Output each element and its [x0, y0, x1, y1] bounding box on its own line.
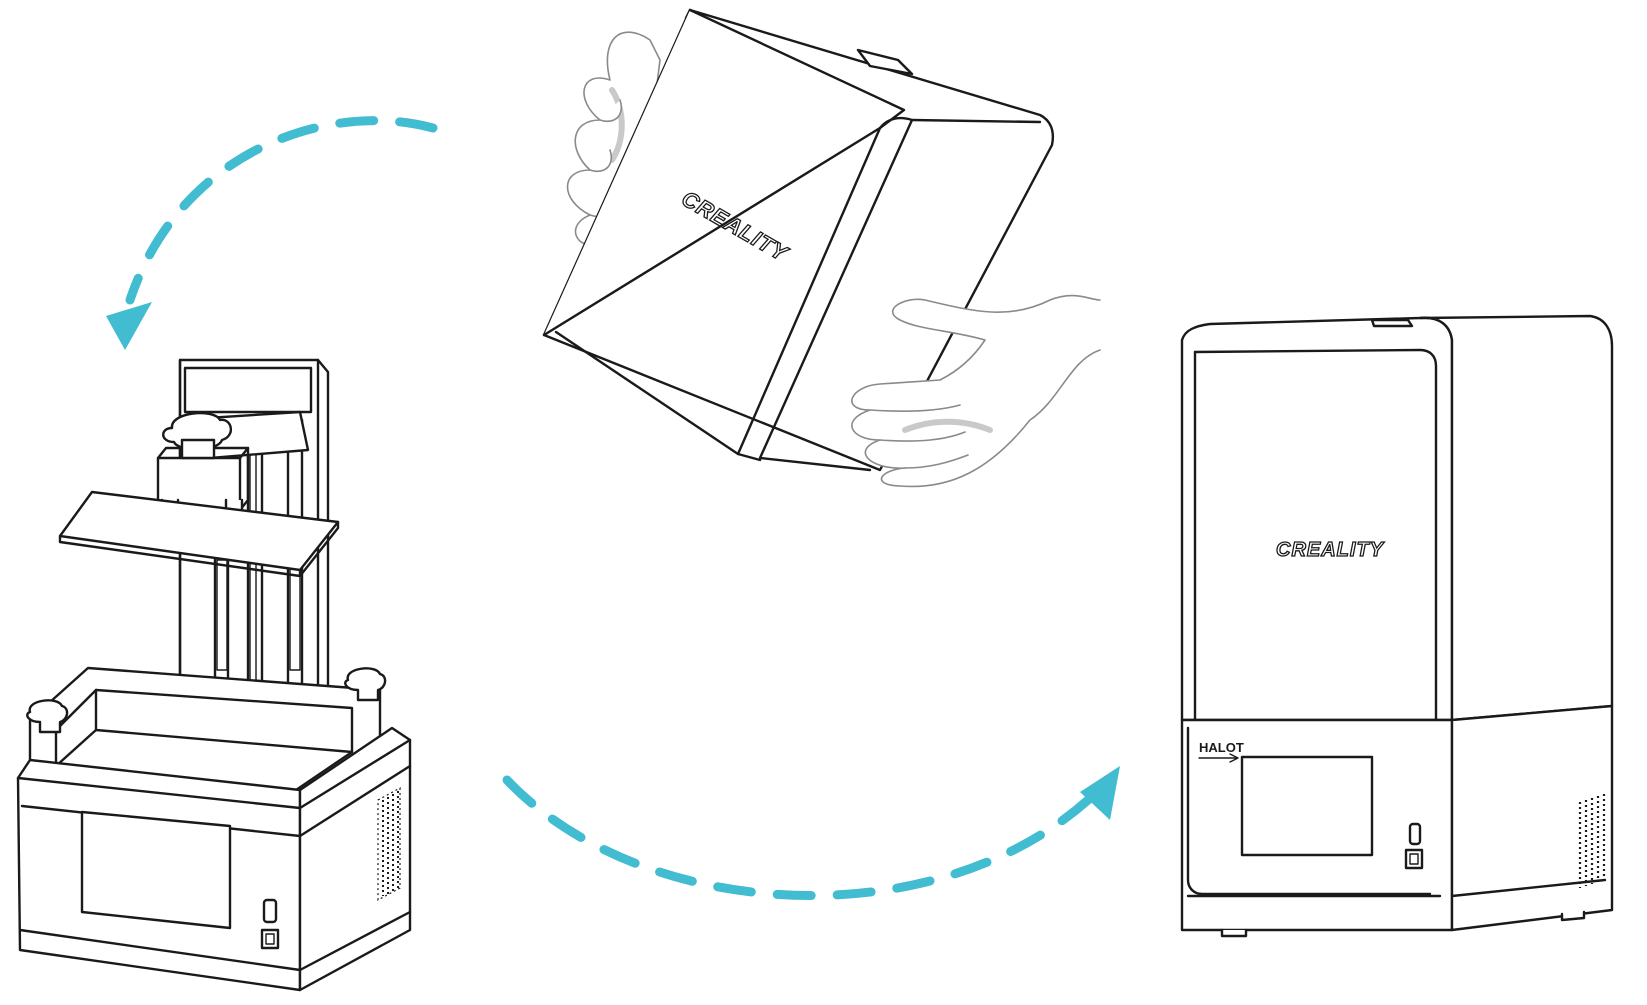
- cover-being-lifted: CREALITY: [542, 8, 1101, 488]
- printer-brand-logo: CREALITY: [1276, 539, 1385, 561]
- arrow-cover-to-printer: [106, 116, 438, 350]
- printer-open: [16, 358, 412, 992]
- printer-covered: CREALITY HALOT: [1180, 314, 1614, 938]
- arrow-cover-to-printer-head: [106, 302, 152, 350]
- printer-model-label: HALOT: [1199, 740, 1244, 755]
- hand-right: [851, 294, 1101, 488]
- arrow-printer-to-covered-dash: [502, 775, 1093, 900]
- arrow-printer-to-covered-head: [1080, 766, 1120, 820]
- arrow-cover-to-printer-dash: [125, 116, 438, 305]
- arrow-printer-to-covered: [502, 766, 1120, 900]
- vent-grille-left: [377, 786, 401, 902]
